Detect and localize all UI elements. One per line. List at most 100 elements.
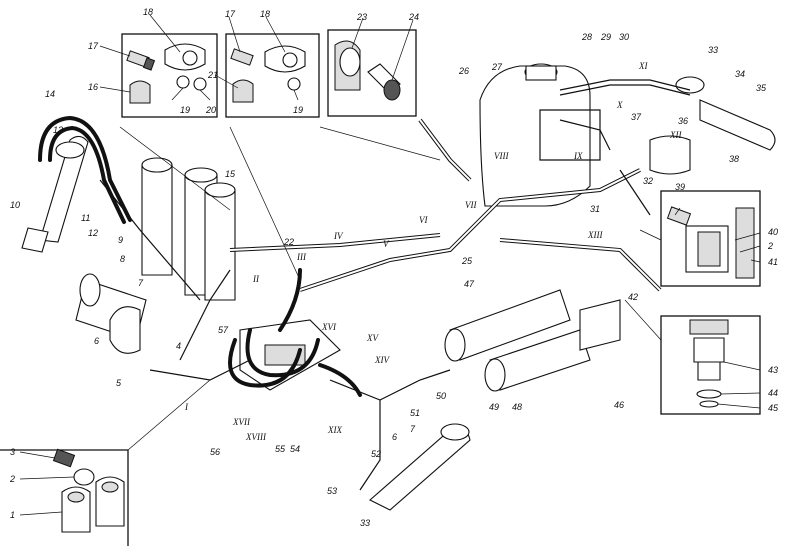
label-19b: 19 [293, 105, 303, 115]
inset-fastening-bolt-clamp [121, 33, 218, 118]
label-II: II [252, 274, 260, 284]
label-IX: IX [573, 151, 583, 161]
label-10: 10 [10, 200, 20, 210]
label-6b: 6 [392, 432, 397, 442]
part-number-labels: 1 2 3 4 5 6 7 8 9 10 11 12 13 14 15 16 1… [9, 7, 779, 528]
inset-bolt-washer-clamps [0, 448, 129, 546]
label-22: 22 [283, 237, 294, 247]
label-I: I [184, 402, 189, 412]
label-17: 17 [88, 41, 99, 51]
label-38: 38 [729, 154, 739, 164]
bottom-cylinder [369, 423, 471, 511]
label-28: 28 [581, 32, 592, 42]
label-8: 8 [120, 254, 125, 264]
label-30: 30 [619, 32, 629, 42]
label-53: 53 [327, 486, 337, 496]
label-3: 3 [10, 447, 15, 457]
label-36: 36 [678, 116, 688, 126]
label-39: 39 [675, 182, 685, 192]
label-51: 51 [410, 408, 420, 418]
label-7: 7 [138, 278, 144, 288]
label-VI: VI [419, 215, 428, 225]
label-50: 50 [436, 391, 446, 401]
label-16: 16 [88, 82, 98, 92]
label-XVI: XVI [321, 322, 337, 332]
label-7b: 7 [410, 424, 416, 434]
label-25: 25 [461, 256, 473, 266]
label-VII: VII [465, 200, 477, 210]
label-32: 32 [643, 176, 653, 186]
label-34: 34 [735, 69, 745, 79]
label-13: 13 [53, 125, 63, 135]
label-48: 48 [512, 402, 522, 412]
label-21: 21 [207, 70, 218, 80]
label-III: III [296, 252, 307, 262]
label-V: V [383, 239, 390, 249]
label-49: 49 [489, 402, 499, 412]
lift-cylinders-center [141, 157, 236, 301]
label-57: 57 [218, 325, 229, 335]
label-56: 56 [210, 447, 220, 457]
left-lower-cylinder [75, 273, 147, 354]
leader-lines [19, 14, 761, 516]
label-29: 29 [600, 32, 611, 42]
label-42: 42 [628, 292, 638, 302]
label-X: X [616, 100, 623, 110]
label-52: 52 [371, 449, 381, 459]
label-33b: 33 [360, 518, 370, 528]
label-9: 9 [118, 235, 123, 245]
label-47: 47 [464, 279, 475, 289]
label-37: 37 [631, 112, 642, 122]
label-VIII: VIII [494, 151, 509, 161]
label-24: 24 [408, 12, 419, 22]
label-2b: 2 [767, 241, 773, 251]
label-40: 40 [768, 227, 778, 237]
label-55: 55 [275, 444, 286, 454]
label-2: 2 [9, 474, 15, 484]
label-18: 18 [143, 7, 153, 17]
inset-plug-fitting [660, 315, 761, 415]
upper-right-cylinder [649, 76, 776, 175]
label-6: 6 [94, 336, 99, 346]
label-31: 31 [590, 204, 600, 214]
label-XIX: XIX [327, 425, 342, 435]
label-11: 11 [81, 213, 90, 223]
label-1: 1 [10, 510, 15, 520]
label-XVII: XVII [232, 417, 251, 427]
inset-tee-block [660, 190, 761, 287]
label-46: 46 [614, 400, 624, 410]
label-XV: XV [366, 333, 379, 343]
label-XVIII: XVIII [245, 432, 267, 442]
connection-labels: I II III IV V VI VII VIII IX X XI XII XI… [184, 61, 682, 442]
label-4: 4 [176, 341, 181, 351]
label-IV: IV [333, 231, 344, 241]
label-19: 19 [180, 105, 190, 115]
label-XIII: XIII [587, 230, 603, 240]
label-43: 43 [768, 365, 778, 375]
label-12: 12 [88, 228, 98, 238]
label-45: 45 [768, 403, 779, 413]
left-hydraulic-cylinder [21, 135, 89, 253]
inset-union-fitting [327, 29, 417, 117]
label-XII: XII [669, 130, 682, 140]
label-41: 41 [768, 257, 778, 267]
label-XIV: XIV [374, 355, 390, 365]
label-15: 15 [225, 169, 236, 179]
label-26: 26 [458, 66, 469, 76]
inset-fastening-bolt-clamp-2 [225, 33, 320, 118]
label-44: 44 [768, 388, 778, 398]
label-XI: XI [638, 61, 648, 71]
label-20: 20 [205, 105, 216, 115]
right-cylinders [444, 289, 621, 392]
label-54: 54 [290, 444, 300, 454]
label-33: 33 [708, 45, 718, 55]
oil-tank [479, 63, 601, 207]
label-14: 14 [45, 89, 55, 99]
hoses [38, 115, 362, 397]
label-18b: 18 [260, 9, 270, 19]
label-17b: 17 [225, 9, 236, 19]
label-23: 23 [356, 12, 367, 22]
pipework [99, 79, 691, 491]
label-27: 27 [491, 62, 503, 72]
